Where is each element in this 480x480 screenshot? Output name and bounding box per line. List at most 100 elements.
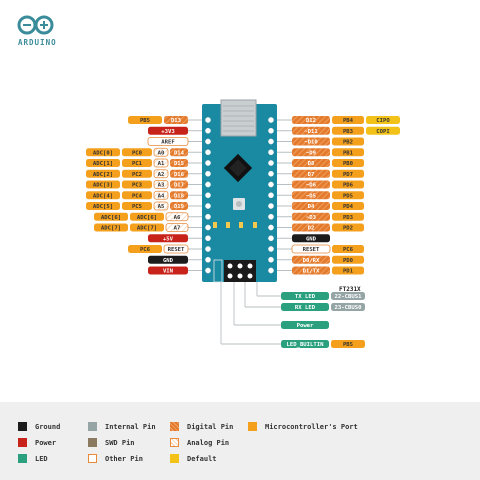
left-pin-tag: D17 (170, 180, 188, 189)
legend-label: SWD Pin (105, 438, 135, 447)
pin-label-text: A4 (158, 193, 165, 199)
right-pin-tag: PD7 (332, 169, 364, 178)
left-pin-tag: A3 (153, 180, 169, 189)
pin-hole (268, 213, 274, 220)
legend-label: Power (35, 438, 57, 447)
pin-label-text: 22-CBUS1 (335, 294, 363, 300)
left-pin-tag: A7 (165, 223, 189, 232)
pin-label-text: A2 (158, 172, 165, 178)
pin-label-text: PB4 (343, 118, 354, 124)
led-detail-tag: 22-CBUS1 (331, 292, 365, 300)
pin-label-text: PB5 (140, 118, 150, 124)
pin-label-text: PD3 (343, 215, 353, 221)
pin-label-text: PD4 (343, 204, 354, 210)
legend-swatch (170, 438, 179, 447)
pin-label-text: PB3 (343, 129, 353, 135)
legend-label: Default (187, 454, 217, 463)
pin-label-text: ~D11 (304, 129, 318, 135)
right-pin-tag: ~D11 (292, 126, 330, 135)
pin-label-text: D4 (308, 204, 315, 210)
right-pin-tag: ~D5 (292, 191, 330, 199)
pin-hole (205, 181, 211, 188)
left-pin-tag: ADC[7] (94, 223, 128, 232)
left-pin-tag: PC3 (122, 180, 152, 189)
pin-label-text: RX LED (295, 305, 316, 311)
right-pin-tag: PD3 (332, 212, 364, 221)
right-pin-tag: PC6 (332, 245, 364, 253)
right-pin-tag: COPI (366, 126, 400, 135)
arduino-nano-board (202, 99, 277, 283)
pin-label-text: D2 (308, 226, 315, 232)
left-pin-tag: ADC[2] (86, 169, 120, 178)
left-pin-tag: A2 (153, 169, 169, 179)
right-pin-tag: RESET (291, 244, 331, 254)
pin-label-text: RESET (303, 247, 320, 253)
left-pin-tag: ADC[4] (86, 191, 120, 199)
right-pin-tag: PB0 (332, 159, 364, 167)
legend-label: Analog Pin (187, 438, 230, 447)
right-pin-tag: ~D3 (292, 212, 330, 221)
pin-label-text: D1/TX (303, 269, 320, 275)
legend-label: Digital Pin (187, 422, 234, 431)
pin-label-text: ADC[1] (93, 161, 113, 167)
pin-label-text: ADC[5] (93, 204, 113, 210)
left-pin-tag: D15 (170, 159, 188, 167)
pin-hole (205, 235, 211, 242)
legend-item-digital: Digital Pin (170, 422, 233, 431)
left-pin-tag: D16 (170, 169, 188, 178)
pin-hole (268, 127, 274, 134)
arduino-wordmark: ARDUINO (18, 38, 57, 47)
pin-label-text: D18 (174, 193, 185, 199)
legend-swatch (248, 422, 257, 431)
pin-hole (268, 149, 274, 156)
right-pin-tag: ~D9 (292, 148, 330, 156)
right-pin-tag: ~D10 (292, 137, 330, 146)
right-pin-tag: D8 (292, 159, 330, 167)
left-pin-tag: D13 (164, 116, 188, 124)
icsp-header (224, 260, 256, 282)
pin-label-text: ADC[0] (93, 150, 113, 156)
pin-hole (268, 181, 274, 188)
ft231x-title: FT231X (339, 286, 361, 293)
left-pin-tag: ADC[6] (94, 212, 128, 221)
pin-hole (205, 246, 211, 252)
pin-label-text: 23-CBUS0 (335, 305, 363, 311)
legend-label: Internal Pin (105, 422, 156, 431)
left-pin-tag: ADC[1] (86, 159, 120, 167)
legend-swatch (88, 454, 97, 463)
pin-label-text: PD2 (343, 226, 353, 232)
pin-label-text: RESET (168, 247, 185, 253)
pin-label-text: PC3 (132, 183, 142, 189)
left-pin-tag: PC1 (122, 159, 152, 167)
pin-label-text: D19 (174, 204, 185, 210)
pin-hole (268, 246, 274, 252)
legend-item-led: LED (18, 454, 48, 463)
right-pin-tag: D4 (292, 202, 330, 210)
legend-item-analog: Analog Pin (170, 438, 229, 447)
left-pin-tag: ADC[3] (86, 180, 120, 189)
pin-hole (268, 203, 274, 209)
pin-label-text: D15 (174, 161, 184, 167)
pin-label-text: PC6 (140, 247, 151, 253)
right-pin-tag: PB1 (332, 148, 364, 156)
left-pin-tag: A0 (153, 147, 169, 157)
pin-hole (205, 117, 211, 123)
left-pin-tag: D18 (170, 191, 188, 199)
right-pin-tag: PD2 (332, 223, 364, 232)
legend-swatch (88, 422, 97, 431)
pin-label-text: GND (306, 236, 317, 242)
pin-label-text: PC0 (132, 150, 143, 156)
pin-label-text: ADC[7] (137, 226, 157, 232)
pin-label-text: PC5 (132, 204, 142, 210)
pin-label-text: PB0 (343, 161, 354, 167)
pin-hole (268, 235, 274, 242)
right-pin-tag: GND (292, 234, 330, 242)
pin-label-text: TX LED (295, 294, 316, 300)
pin-label-text: +3V3 (161, 129, 174, 135)
legend-item-power: Power (18, 438, 56, 447)
pin-label-text: PC2 (132, 172, 142, 178)
legend-swatch (18, 454, 27, 463)
pin-label-text: CIPO (376, 118, 390, 124)
right-pin-tag: PD5 (332, 191, 364, 199)
